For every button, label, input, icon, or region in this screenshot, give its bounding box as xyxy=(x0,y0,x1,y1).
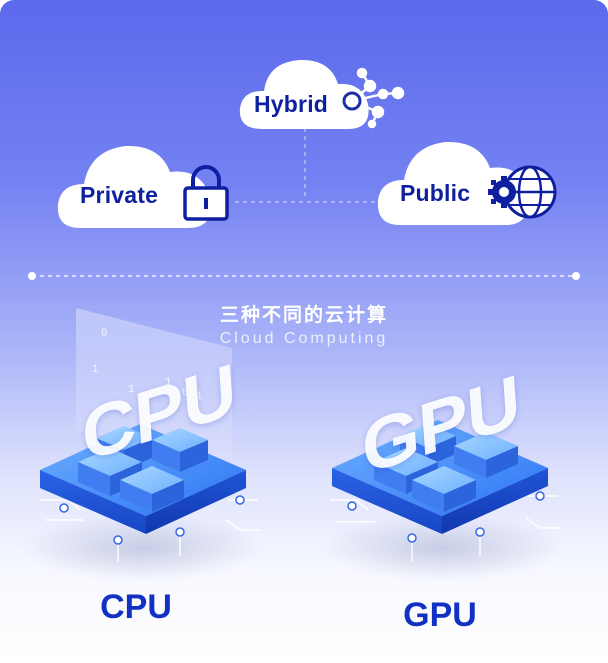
gpu-label: GPU xyxy=(403,596,477,634)
gpu-chip-illustration xyxy=(322,420,562,582)
private-cloud xyxy=(57,145,212,228)
panel-digit: 1 xyxy=(128,384,135,396)
divider-dot-left xyxy=(28,272,36,280)
panel-digit: 1 xyxy=(92,364,99,376)
panel-digit: 0 xyxy=(101,328,108,340)
private-label: Private xyxy=(80,182,159,208)
lock-icon xyxy=(183,165,229,221)
hybrid-label: Hybrid xyxy=(254,91,329,117)
section-subtitle: Cloud Computing xyxy=(219,330,389,347)
hybrid-cloud xyxy=(239,59,369,129)
public-cloud xyxy=(377,141,529,225)
cpu-label: CPU xyxy=(100,588,172,626)
panel-digit: 1 xyxy=(196,391,203,403)
divider-dot-right xyxy=(572,272,580,280)
section-title: 三种不同的云计算 xyxy=(219,304,388,326)
globe-gear-icon xyxy=(488,165,557,219)
network-nodes-icon xyxy=(342,67,405,129)
cpu-chip-illustration xyxy=(22,424,262,582)
binary-panel: 0 1 1 0 1 1 xyxy=(76,308,232,470)
panel-digit: 1 xyxy=(165,377,172,389)
panel-digit: 0 xyxy=(182,387,189,399)
public-label: Public xyxy=(400,180,471,206)
